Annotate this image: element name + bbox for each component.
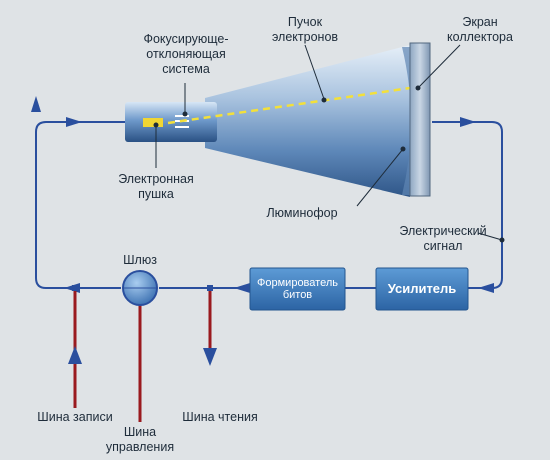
arrow-top-right-2 [460,117,476,127]
collector-screen [409,42,431,197]
leader-lines [155,44,503,241]
read-bus-label: Шина чтения [182,410,258,424]
bit-shaper-box [249,267,346,311]
control-bus-label: Шина управления [105,425,175,454]
bit-shaper-text: Формирователь битов [257,277,338,301]
crt-cone [205,45,410,197]
leader-dots [153,85,505,243]
gate-label: Шлюз [123,253,157,267]
arrow-top-right-1 [66,117,82,127]
electron-beam-label: Пучок электронов [271,15,339,44]
gun-cathode [143,118,163,127]
electron-gun-label: Электронная пушка [118,172,194,201]
read-bus-arrow-down [203,348,217,366]
write-bus-arrow-up [68,346,82,364]
collector-screen-label: Экран коллектора [447,15,513,44]
amplifier-box [375,267,469,311]
bus-arrows [68,346,217,366]
arrow-left-bottom-2 [234,283,250,293]
bus-lines [73,290,212,422]
electron-beam [167,86,411,125]
write-bus-label: Шина записи [37,410,113,424]
arrow-left-up [31,96,41,112]
phosphor-label: Люминофор [266,206,338,220]
bus-junctions [72,285,213,291]
focus-system-label: Фокусирующе- отклоняющая система [143,32,229,76]
amplifier-text: Усилитель [387,281,457,296]
electric-signal-label: Электрический сигнал [399,224,487,253]
arrow-left-bottom-1 [478,283,494,293]
